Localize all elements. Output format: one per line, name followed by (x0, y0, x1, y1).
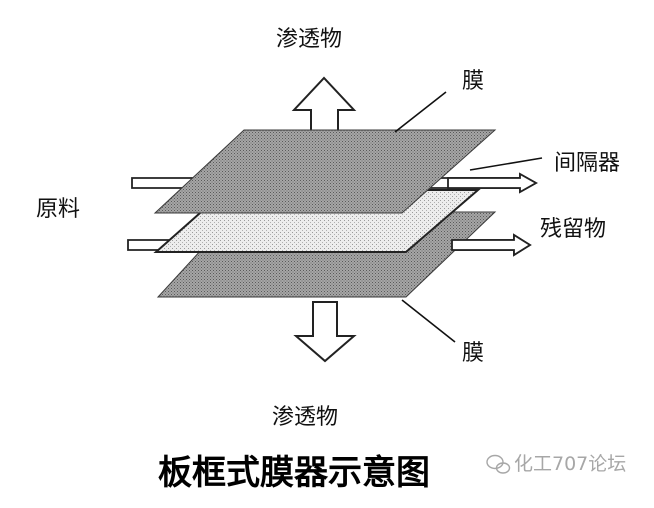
spacer-leader (469, 157, 543, 171)
permeate-top-label: 渗透物 (276, 27, 342, 52)
permeate-down-arrow (293, 301, 357, 363)
wechat-icon (486, 454, 511, 474)
retentate-arrow-lower (451, 233, 532, 257)
watermark: 化工707论坛 (486, 453, 626, 475)
diagram-caption: 板框式膜器示意图 (158, 453, 430, 493)
membrane-bottom-leader (401, 299, 456, 343)
membrane-top-label: 膜 (462, 69, 484, 94)
membrane-bottom-label: 膜 (462, 341, 484, 366)
feed-label: 原料 (36, 197, 80, 222)
membrane-top-leader (394, 91, 447, 133)
spacer-label: 间隔器 (554, 151, 620, 176)
top-membrane-plate (153, 129, 497, 214)
retentate-arrow-upper (447, 172, 538, 194)
watermark-text: 化工707论坛 (514, 453, 626, 475)
permeate-bottom-label: 渗透物 (272, 405, 338, 430)
retentate-label: 残留物 (540, 217, 606, 242)
